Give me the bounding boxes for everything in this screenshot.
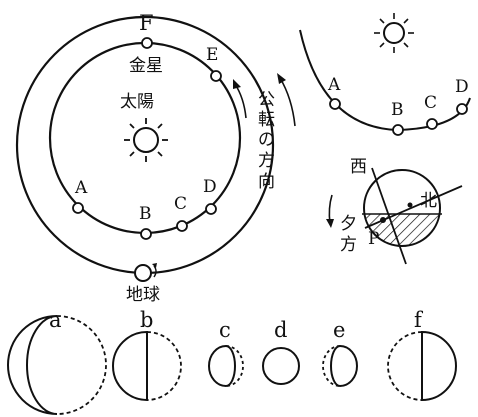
venus-position-b	[141, 229, 151, 239]
venus-label: 金星	[129, 56, 163, 76]
phase-f: f	[388, 308, 456, 400]
sky-sun-icon	[374, 13, 414, 53]
position-label-c: C	[174, 194, 187, 214]
earth-direction-arrowhead	[277, 73, 286, 84]
west-label: 西	[350, 157, 367, 177]
north-pole-point	[408, 203, 413, 208]
rotation-arrowhead	[326, 219, 334, 228]
venus-position-c	[177, 221, 187, 231]
revolution-char-4: 方	[258, 151, 275, 171]
phase-label-e: e	[333, 318, 345, 342]
phase-label-c: c	[219, 318, 231, 342]
position-label-b: B	[139, 204, 152, 224]
revolution-char-1: 公	[258, 90, 275, 110]
revolution-char-3: の	[258, 130, 275, 150]
revolution-char-5: 向	[258, 172, 275, 192]
venus-position-d	[206, 204, 216, 214]
sky-position-b	[393, 125, 403, 135]
phase-c: c	[209, 318, 243, 386]
earth-direction-arrow	[280, 78, 295, 126]
position-label-d: D	[203, 177, 217, 197]
north-label: 北	[420, 191, 437, 211]
position-label-e: E	[206, 45, 218, 65]
phase-label-f: f	[414, 308, 424, 332]
sky-diagram: A B C D	[300, 13, 470, 135]
position-label-f: F	[139, 11, 154, 35]
orbit-diagram: 太陽 F 金星 E A B C D 公 転 の 方 向 地球	[17, 11, 295, 305]
evening-char-2: 方	[340, 235, 357, 255]
observer-point	[380, 217, 386, 223]
sky-position-d	[457, 104, 467, 114]
sun-icon	[124, 118, 168, 162]
venus-position-f	[142, 38, 152, 48]
sky-label-c: C	[424, 93, 437, 113]
sky-position-a	[330, 99, 340, 109]
sky-label-b: B	[391, 100, 404, 120]
phase-b: b	[113, 308, 181, 400]
phase-a: a	[8, 308, 106, 414]
venus-position-a	[73, 203, 83, 213]
phase-label-b: b	[140, 308, 153, 332]
evening-char-1: 夕	[340, 214, 357, 234]
sky-label-d: D	[455, 77, 469, 97]
venus-direction-arrowhead	[233, 79, 241, 89]
revolution-char-2: 転	[258, 110, 275, 130]
earth-label: 地球	[126, 285, 160, 305]
sky-label-a: A	[327, 75, 341, 95]
sky-arc	[300, 30, 470, 130]
venus-position-e	[211, 71, 221, 81]
point-p-label: P	[368, 229, 379, 249]
position-label-a: A	[74, 178, 88, 198]
phase-shapes: a b c d e f	[8, 308, 456, 414]
phase-label-d: d	[274, 318, 287, 342]
sky-position-c	[427, 119, 437, 129]
earth-observer-diagram: 西 北 P 夕 方	[326, 157, 462, 264]
phase-e: e	[323, 318, 357, 386]
sun-label: 太陽	[120, 92, 154, 112]
phase-label-a: a	[49, 308, 62, 332]
phase-d: d	[263, 318, 299, 384]
